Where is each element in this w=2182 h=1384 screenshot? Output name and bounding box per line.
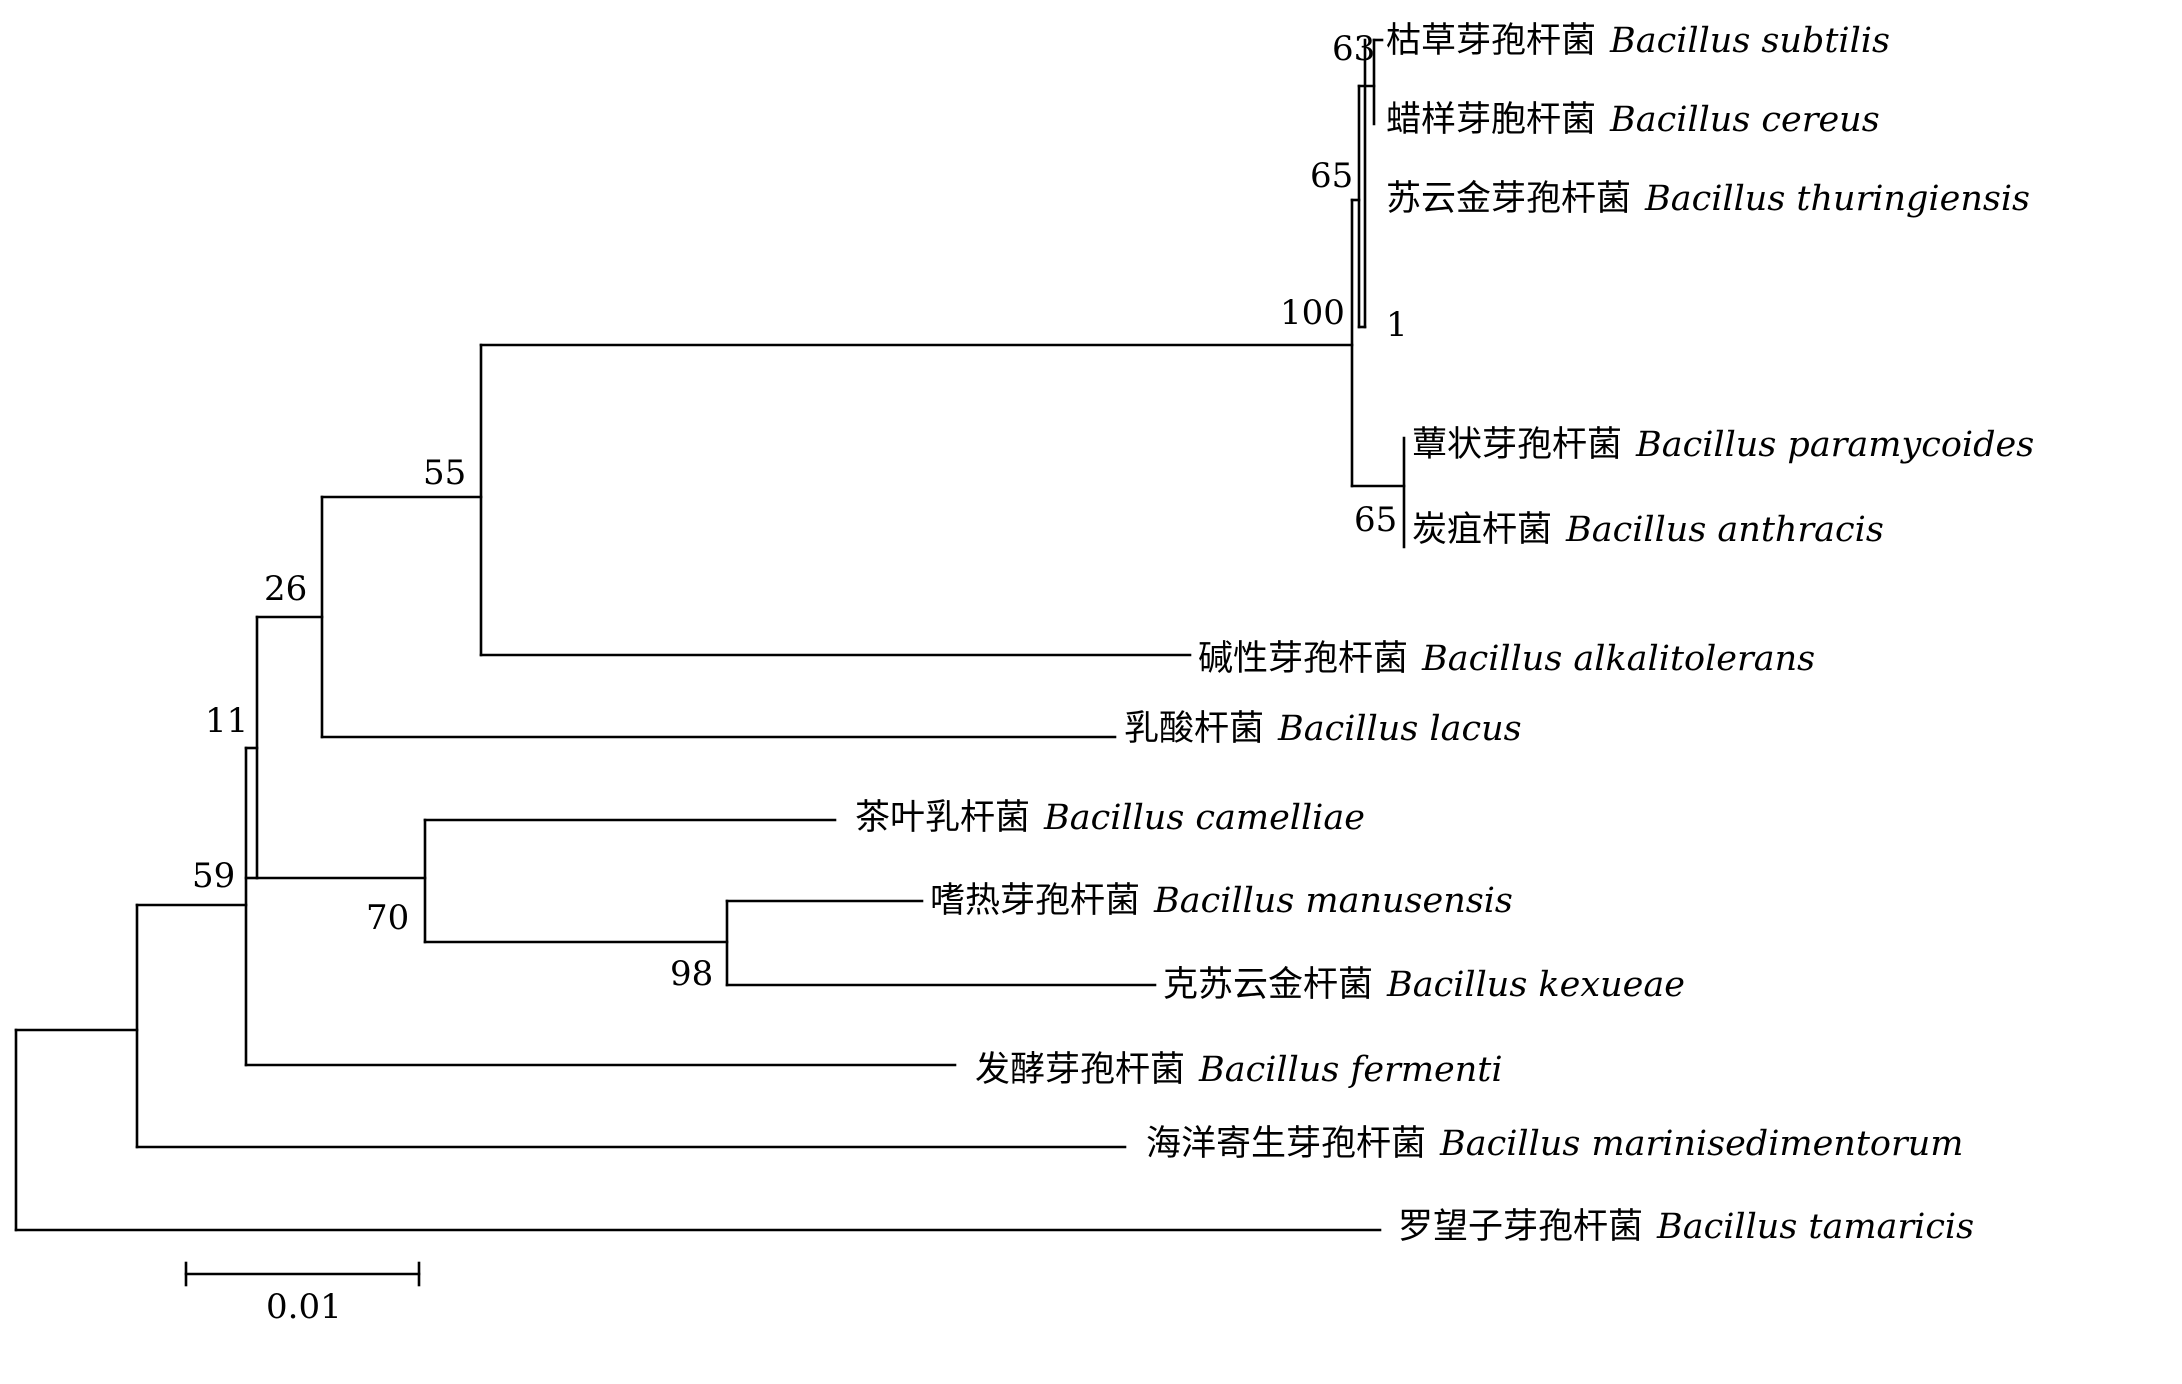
scale-bar-label: 0.01 (266, 1287, 342, 1327)
support-value-63: 63 (1332, 29, 1375, 69)
support-value-98: 98 (670, 954, 713, 994)
support-value-26: 26 (264, 569, 307, 609)
support-value-55: 55 (423, 453, 466, 493)
support-value-100: 100 (1280, 293, 1345, 333)
support-value-70: 70 (366, 898, 409, 938)
support-value-65b: 65 (1354, 500, 1397, 540)
support-value-1: 1 (1386, 305, 1408, 345)
scale-bar: 0.01 (184, 1261, 421, 1327)
support-value-11: 11 (205, 701, 248, 741)
support-value-59: 59 (192, 856, 235, 896)
support-value-65a: 65 (1310, 156, 1353, 196)
